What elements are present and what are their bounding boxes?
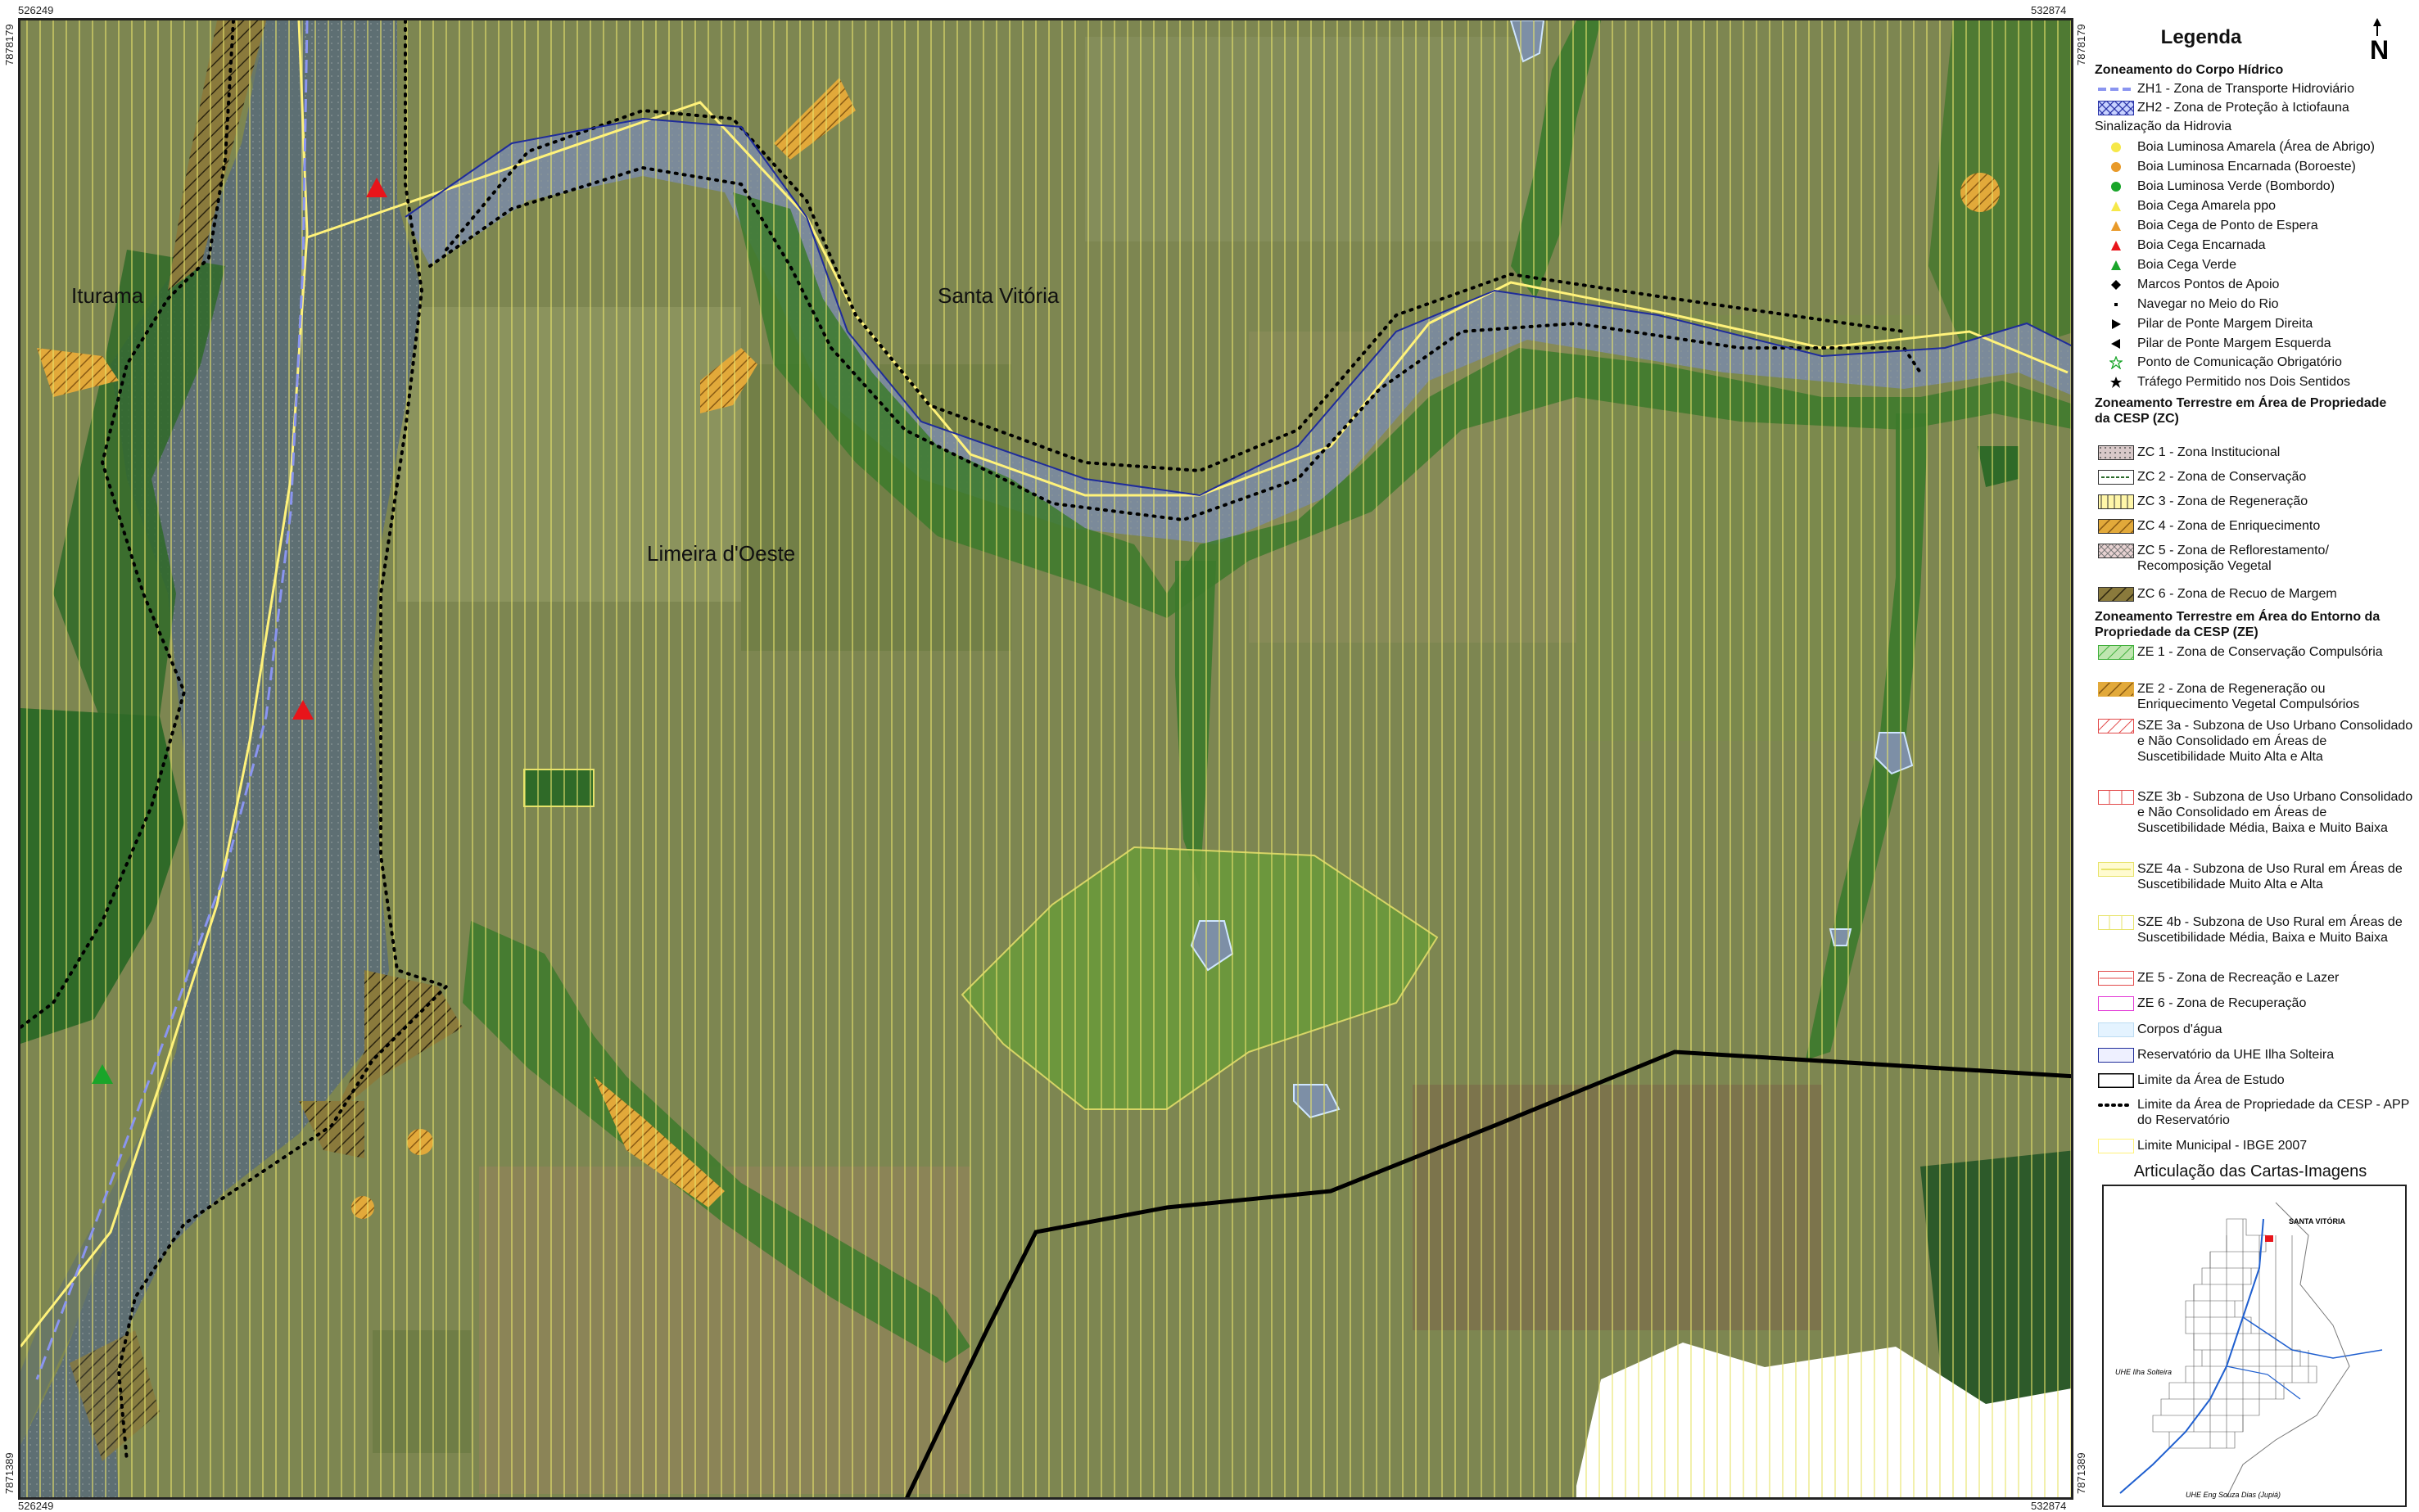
legend-zc1: ZC 1 - Zona Institucional [2095, 445, 2414, 460]
legend-s11: Pilar de Ponte Margem Esquerda [2095, 336, 2414, 351]
legend-panel: Legenda N Zoneamento do Corpo Hídrico ZH… [2078, 18, 2414, 1507]
legend-zc2: ZC 2 - Zona de Conservação [2095, 469, 2414, 485]
legend-s8: Marcos Pontos de Apoio [2095, 277, 2414, 292]
legend-sub-signal: Sinalização da Hidrovia [2095, 120, 2232, 133]
inset-label-santa-vitoria: SANTA VITÓRIA [2289, 1216, 2345, 1225]
cesp-limit-right [116, 20, 450, 1463]
inset-grid [2152, 1218, 2317, 1449]
inset-map-canvas: SANTA VITÓRIA UHE Ilha Solteira UHE Eng … [2115, 1202, 2383, 1499]
map-frame[interactable]: Iturama Santa Vitória Limeira d'Oeste [18, 18, 2073, 1500]
coord-top-left: 526249 [18, 4, 54, 16]
legend-s10: Pilar de Ponte Margem Direita [2095, 316, 2414, 332]
inset-title: Articulação das Cartas-Imagens [2133, 1162, 2367, 1180]
sze4b-hatch [20, 20, 2071, 1497]
place-limeira: Limeira d'Oeste [647, 541, 795, 566]
legend-s3: Boia Luminosa Verde (Bombordo) [2095, 178, 2414, 194]
legend-sze3b: SZE 3b - Subzona de Uso Urbano Consolida… [2095, 789, 2414, 836]
legend-zc3: ZC 3 - Zona de Regeneração [2095, 494, 2414, 509]
inset-map[interactable]: SANTA VITÓRIA UHE Ilha Solteira UHE Eng … [2102, 1185, 2407, 1507]
legend-s12: Ponto de Comunicação Obrigatório [2095, 354, 2414, 370]
inset-river [2119, 1218, 2264, 1494]
coord-top-right: 532874 [2031, 4, 2067, 16]
legend-section-water: Zoneamento do Corpo Hídrico [2095, 63, 2284, 77]
legend-corpos: Corpos d'água [2095, 1022, 2414, 1037]
legend-limite-estudo: Limite da Área de Estudo [2095, 1072, 2414, 1088]
legend-s9: Navegar no Meio do Rio [2095, 296, 2414, 312]
buoy-red-1[interactable] [366, 178, 387, 197]
coord-bottom-left: 526249 [18, 1500, 54, 1512]
legend-reservatorio: Reservatório da UHE Ilha Solteira [2095, 1047, 2414, 1063]
inset-label-ilha-solteira: UHE Ilha Solteira [2115, 1368, 2172, 1376]
legend-s5: Boia Cega de Ponto de Espera [2095, 218, 2414, 233]
inset-river-3 [2226, 1365, 2301, 1400]
cesp-limit-trib-2 [445, 108, 1906, 473]
municipal-limit-2 [306, 101, 2069, 497]
legend-section-zc: Zoneamento Terrestre em Área de Propried… [2095, 396, 2387, 426]
hydroway-line [35, 20, 309, 1380]
legend-s2: Boia Luminosa Encarnada (Boroeste) [2095, 159, 2414, 174]
legend-s1: Boia Luminosa Amarela (Área de Abrigo) [2095, 139, 2414, 155]
municipal-limit-1 [20, 20, 309, 1347]
cesp-limit-left [20, 20, 235, 1029]
legend-s6: Boia Cega Encarnada [2095, 237, 2414, 253]
legend-limite-cesp: Limite da Área de Propriedade da CESP - … [2098, 1098, 2410, 1127]
study-area-limit [905, 1049, 2071, 1497]
inset-highlight [2265, 1235, 2273, 1242]
legend-sze4a: SZE 4a - Subzona de Uso Rural em Áreas d… [2095, 861, 2414, 892]
place-santa-vitoria: Santa Vitória [938, 283, 1060, 308]
reservoir-outline [405, 117, 2071, 497]
coord-left-top: 7878179 [3, 24, 16, 65]
north-arrow-icon: N [2370, 18, 2389, 65]
inset-river-2 [2242, 1316, 2383, 1359]
cesp-limit-trib [428, 165, 1922, 522]
north-label: N [2370, 35, 2389, 65]
legend-zc5: ZC 5 - Zona de Reflorestamento/ Recompos… [2095, 543, 2414, 574]
place-iturama: Iturama [71, 283, 144, 308]
legend-section-ze: Zoneamento Terrestre em Área do Entorno … [2095, 610, 2381, 639]
map-canvas[interactable]: Iturama Santa Vitória Limeira d'Oeste [20, 20, 2073, 1500]
legend-zc6: ZC 6 - Zona de Recuo de Margem [2095, 586, 2414, 602]
legend-sze3a: SZE 3a - Subzona de Uso Urbano Consolida… [2095, 718, 2414, 765]
legend-s13: Tráfego Permitido nos Dois Sentidos [2095, 374, 2414, 390]
legend-s7: Boia Cega Verde [2095, 257, 2414, 273]
legend-ze1: ZE 1 - Zona de Conservação Compulsória [2095, 644, 2414, 660]
inset-boundary [2226, 1202, 2350, 1498]
coord-bottom-right: 532874 [2031, 1500, 2067, 1512]
legend-zh2: ZH2 - Zona de Proteção à Ictiofauna [2095, 100, 2414, 115]
buoy-green-1[interactable] [92, 1064, 113, 1084]
legend-ze2: ZE 2 - Zona de Regeneração ou Enriquecim… [2095, 681, 2414, 712]
legend-zh1: ZH1 - Zona de Transporte Hidroviário [2098, 82, 2354, 96]
legend-zc4: ZC 4 - Zona de Enriquecimento [2095, 518, 2414, 534]
legend-ze6: ZE 6 - Zona de Recuperação [2095, 995, 2414, 1011]
coord-left-bottom: 7871389 [3, 1452, 16, 1494]
legend-title: Legenda [2160, 26, 2242, 48]
legend-limite-mun: Limite Municipal - IBGE 2007 [2095, 1138, 2414, 1153]
buoy-red-2[interactable] [292, 700, 314, 720]
legend-s4: Boia Cega Amarela ppo [2095, 198, 2414, 214]
inset-label-jupia: UHE Eng Souza Dias (Jupiá) [2186, 1491, 2281, 1499]
legend-ze5: ZE 5 - Zona de Recreação e Lazer [2095, 970, 2414, 986]
legend-sze4b: SZE 4b - Subzona de Uso Rural em Áreas d… [2095, 914, 2414, 946]
